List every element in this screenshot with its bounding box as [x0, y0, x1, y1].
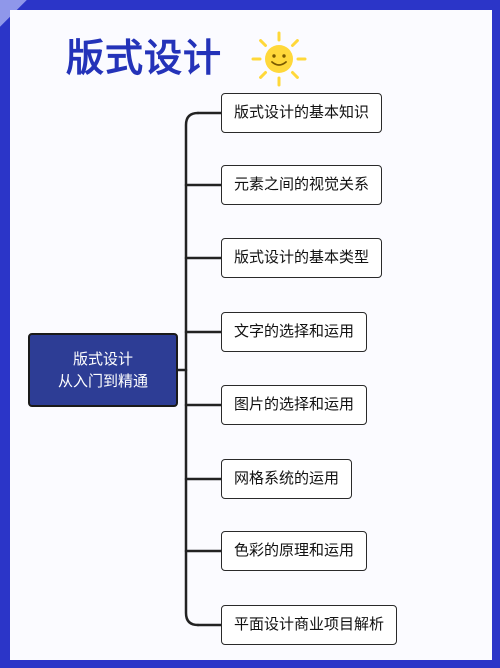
trunk-line [184, 111, 200, 627]
root-subtitle: 从入门到精通 [57, 372, 148, 390]
root-title: 版式设计 [72, 350, 133, 368]
child-node-4: 文字的选择和运用 [221, 312, 368, 352]
child-node-6: 网格系统的运用 [221, 459, 353, 499]
page-title: 版式设计 [66, 36, 223, 80]
child-node-1: 版式设计的基本知识 [221, 93, 383, 133]
child-node-7: 色彩的原理和运用 [221, 531, 368, 571]
mindmap-root-node: 版式设计 从入门到精通 [28, 333, 178, 407]
child-node-3: 版式设计的基本类型 [221, 238, 383, 278]
child-node-8: 平面设计商业项目解析 [221, 605, 398, 645]
sun-icon [251, 31, 307, 87]
child-node-2: 元素之间的视觉关系 [221, 165, 383, 205]
child-node-5: 图片的选择和运用 [221, 385, 368, 425]
